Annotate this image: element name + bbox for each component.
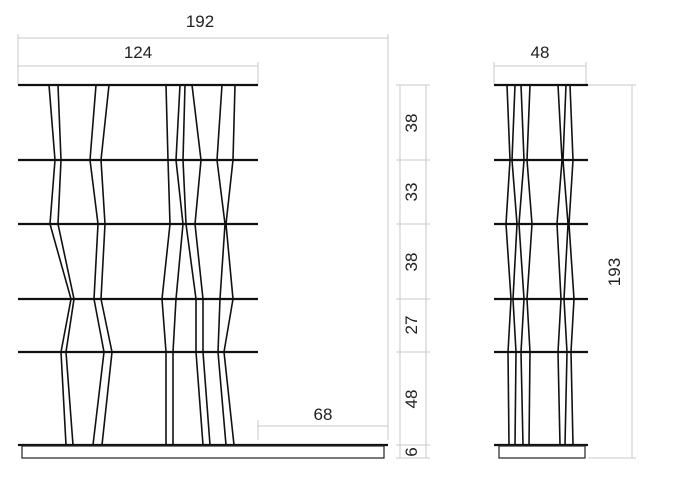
base-height-label: 6 bbox=[402, 447, 421, 456]
upper-width-dimension: 124 bbox=[17, 43, 259, 84]
leg-e bbox=[216, 84, 227, 446]
shelf-height-5: 48 bbox=[402, 390, 421, 409]
total-width-dimension: 192 bbox=[17, 12, 389, 440]
leg-b bbox=[89, 84, 105, 446]
upper-width-label: 124 bbox=[124, 43, 152, 62]
leg-b-inner bbox=[100, 84, 113, 446]
leg-d bbox=[182, 84, 204, 446]
total-width-label: 192 bbox=[186, 12, 214, 31]
shelf-height-1: 38 bbox=[402, 114, 421, 133]
front-view: 192 124 68 38 33 38 bbox=[17, 12, 430, 459]
front-shelves bbox=[18, 83, 388, 447]
front-base bbox=[21, 445, 385, 459]
leg-a bbox=[48, 84, 72, 446]
leg-c-inner bbox=[172, 84, 184, 445]
total-height-dimension: 193 bbox=[588, 84, 636, 459]
base-extension-dimension: 68 bbox=[257, 405, 388, 440]
side-legs bbox=[505, 84, 575, 446]
leg-e-inner bbox=[223, 84, 236, 446]
side-view: 48 193 bbox=[493, 43, 636, 459]
side-base bbox=[498, 445, 586, 459]
leg-a-inner bbox=[57, 84, 75, 446]
shelf-height-dimensions: 38 33 38 27 48 6 bbox=[396, 84, 430, 459]
shelf-height-3: 38 bbox=[402, 253, 421, 272]
total-height-label: 193 bbox=[605, 258, 624, 286]
depth-label: 48 bbox=[531, 43, 550, 62]
base-extension-label: 68 bbox=[314, 405, 333, 424]
depth-dimension: 48 bbox=[493, 43, 587, 84]
shelf-height-2: 33 bbox=[402, 183, 421, 202]
shelf-height-4: 27 bbox=[402, 316, 421, 335]
leg-c bbox=[161, 84, 171, 445]
front-legs bbox=[48, 84, 236, 446]
leg-d-inner bbox=[191, 84, 211, 446]
